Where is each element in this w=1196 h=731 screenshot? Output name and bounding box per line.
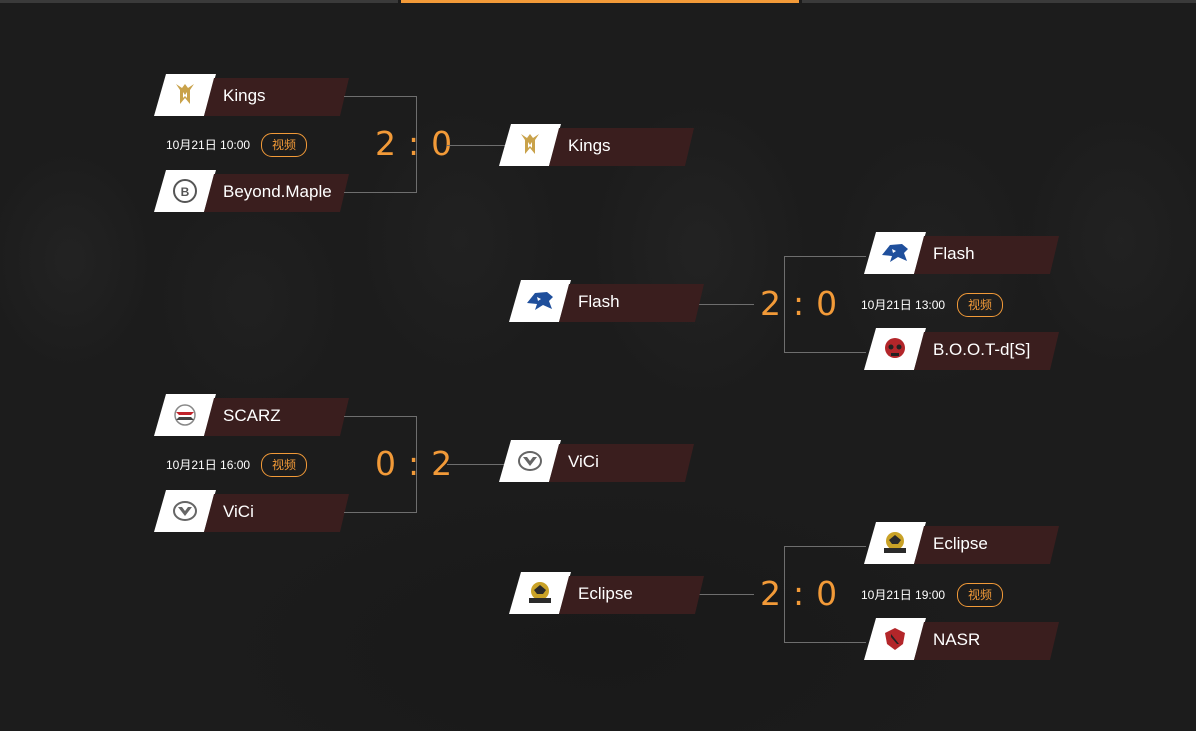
bracket-line — [416, 416, 417, 513]
match-3-winner[interactable]: Flash — [509, 280, 704, 322]
bracket-line — [344, 512, 417, 513]
flash-logo-icon — [880, 241, 910, 265]
bracket-line — [784, 256, 866, 257]
bracket-line — [447, 145, 505, 146]
match-time: 10月21日 10:00 — [166, 138, 251, 152]
scarz-logo-icon — [171, 403, 199, 427]
bracket-line — [447, 464, 505, 465]
beyond-maple-logo-icon: B — [172, 178, 198, 204]
team-name: Beyond.Maple — [223, 182, 332, 201]
match-3-info: 10月21日 13:00 视频 — [861, 293, 1011, 317]
team-name: Eclipse — [578, 584, 633, 603]
boot-logo-icon — [883, 336, 907, 362]
team-name: Kings — [223, 86, 266, 105]
bracket-line — [344, 416, 417, 417]
match-2-team-bottom[interactable]: ViCi — [154, 490, 349, 532]
team-name: Flash — [933, 244, 975, 263]
bracket-line — [784, 546, 785, 643]
bracket-line — [784, 256, 785, 353]
team-name: ViCi — [568, 452, 599, 471]
eclipse-logo-icon — [525, 580, 555, 606]
team-name: SCARZ — [223, 406, 281, 425]
match-1-team-bottom[interactable]: B Beyond.Maple — [154, 170, 349, 212]
match-1-winner[interactable]: Kings — [499, 124, 694, 166]
match-2-team-top[interactable]: SCARZ — [154, 394, 349, 436]
match-3-team-bottom[interactable]: B.O.O.T-d[S] — [864, 328, 1059, 370]
video-button[interactable]: 视频 — [957, 293, 1003, 317]
flash-logo-icon — [525, 289, 555, 313]
match-1-team-top[interactable]: Kings — [154, 74, 349, 116]
tab-1[interactable] — [0, 0, 398, 3]
match-4-info: 10月21日 19:00 视频 — [861, 583, 1011, 607]
video-button[interactable]: 视频 — [261, 133, 307, 157]
kings-logo-icon — [174, 82, 196, 108]
bracket-line — [344, 96, 417, 97]
match-1-info: 10月21日 10:00 视频 — [166, 133, 316, 157]
match-2-score: 0:2 — [375, 444, 453, 483]
vici-logo-icon — [517, 449, 543, 473]
match-4-team-bottom[interactable]: NASR — [864, 618, 1059, 660]
match-2-winner[interactable]: ViCi — [499, 440, 694, 482]
bracket-line — [784, 546, 866, 547]
bracket-line — [697, 594, 754, 595]
match-3-team-top[interactable]: Flash — [864, 232, 1059, 274]
nasr-logo-icon — [883, 626, 907, 652]
video-button[interactable]: 视频 — [957, 583, 1003, 607]
bracket-line — [344, 192, 417, 193]
vici-logo-icon — [172, 499, 198, 523]
team-name: B.O.O.T-d[S] — [933, 340, 1031, 359]
match-time: 10月21日 19:00 — [861, 588, 946, 602]
match-2-info: 10月21日 16:00 视频 — [166, 453, 316, 477]
bracket-line — [416, 96, 417, 193]
match-time: 10月21日 13:00 — [861, 298, 946, 312]
eclipse-logo-icon — [880, 530, 910, 556]
match-4-score: 2:0 — [760, 574, 838, 613]
team-name: Eclipse — [933, 534, 988, 553]
team-name: Kings — [568, 136, 611, 155]
tab-3[interactable] — [802, 0, 1196, 3]
kings-logo-icon — [519, 132, 541, 158]
match-1-score: 2:0 — [375, 124, 453, 163]
match-time: 10月21日 16:00 — [166, 458, 251, 472]
bracket-line — [697, 304, 754, 305]
match-3-score: 2:0 — [760, 284, 838, 323]
team-name: ViCi — [223, 502, 254, 521]
video-button[interactable]: 视频 — [261, 453, 307, 477]
match-4-team-top[interactable]: Eclipse — [864, 522, 1059, 564]
tab-2-active[interactable] — [401, 0, 799, 3]
team-name: NASR — [933, 630, 981, 649]
match-4-winner[interactable]: Eclipse — [509, 572, 704, 614]
bracket-line — [784, 352, 866, 353]
team-name: Flash — [578, 292, 620, 311]
bracket-line — [784, 642, 866, 643]
tab-bar — [0, 0, 1196, 3]
svg-text:B: B — [181, 185, 190, 199]
